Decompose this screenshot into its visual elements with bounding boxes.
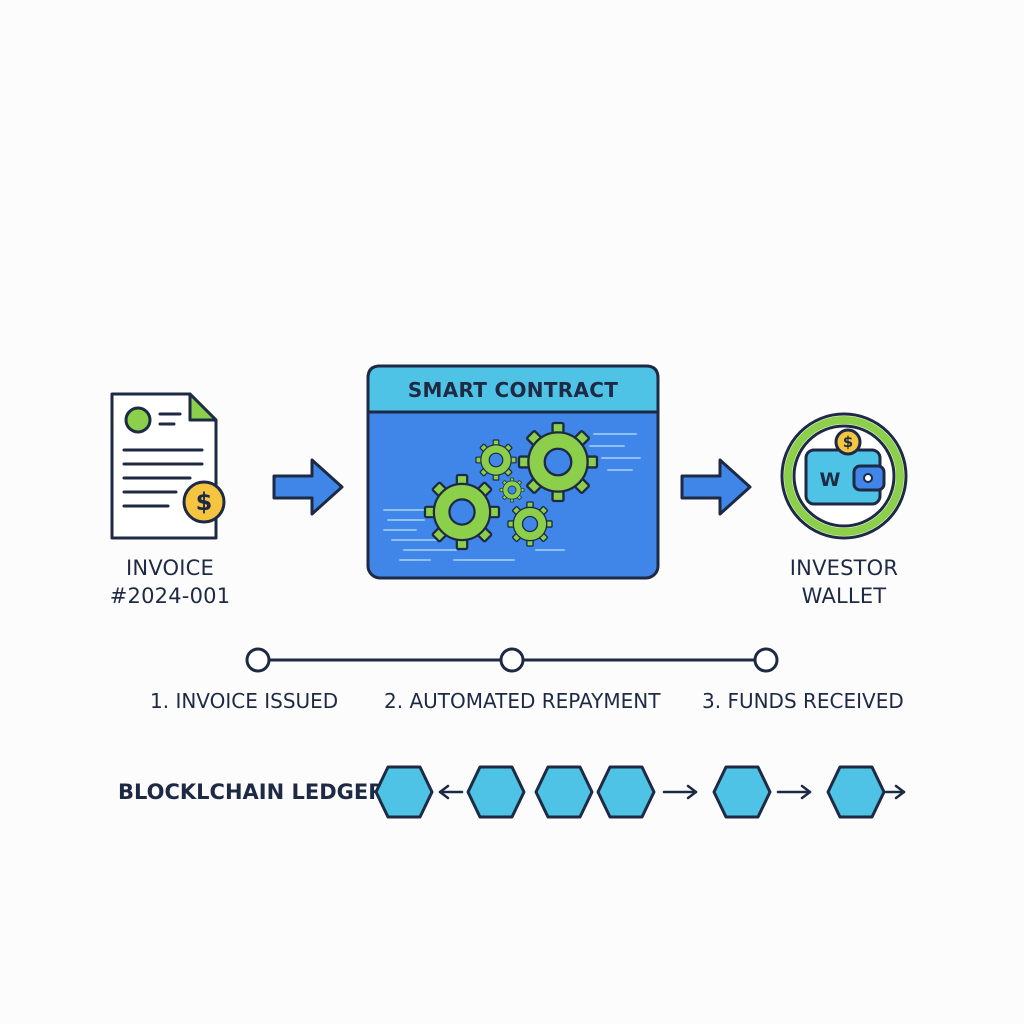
wallet-label-line1: INVESTOR bbox=[789, 556, 899, 580]
smart-contract-title: SMART CONTRACT bbox=[407, 378, 619, 402]
timeline-step-3-label: 3. FUNDS RECEIVED bbox=[702, 689, 904, 713]
ledger-block-3 bbox=[534, 765, 594, 819]
dollar-coin-icon: $ bbox=[195, 488, 213, 516]
timeline-step-1-label: 1. INVOICE ISSUED bbox=[150, 689, 339, 713]
wallet-label-line2: WALLET bbox=[801, 584, 887, 608]
wallet-coin-icon: $ bbox=[842, 433, 854, 451]
flow-arrow-right-icon bbox=[272, 458, 344, 516]
ledger-block-2 bbox=[466, 765, 526, 819]
timeline-step-2-label: 2. AUTOMATED REPAYMENT bbox=[384, 689, 661, 713]
invoice-label-line1: INVOICE bbox=[126, 556, 214, 580]
invoice-label-line2: #2024-001 bbox=[109, 584, 231, 608]
timeline-node-1 bbox=[245, 647, 271, 673]
flow-arrow-right-icon bbox=[680, 458, 752, 516]
wallet-label: INVESTOR WALLET bbox=[774, 554, 914, 610]
ledger-block-6 bbox=[826, 765, 886, 819]
ledger-label: BLOCKLCHAIN LEDGER bbox=[118, 780, 385, 804]
wallet-letter: W bbox=[819, 469, 841, 491]
invoice-document-icon bbox=[110, 392, 226, 540]
timeline-node-3 bbox=[753, 647, 779, 673]
ledger-block-1 bbox=[374, 765, 434, 819]
ledger-block-4 bbox=[596, 765, 656, 819]
ledger-chain bbox=[374, 765, 906, 819]
gears-icon bbox=[423, 421, 599, 551]
wallet-icon bbox=[780, 412, 908, 540]
ledger-block-5 bbox=[712, 765, 772, 819]
invoice-label: INVOICE #2024-001 bbox=[100, 554, 240, 610]
timeline-node-2 bbox=[499, 647, 525, 673]
timeline bbox=[245, 647, 779, 673]
